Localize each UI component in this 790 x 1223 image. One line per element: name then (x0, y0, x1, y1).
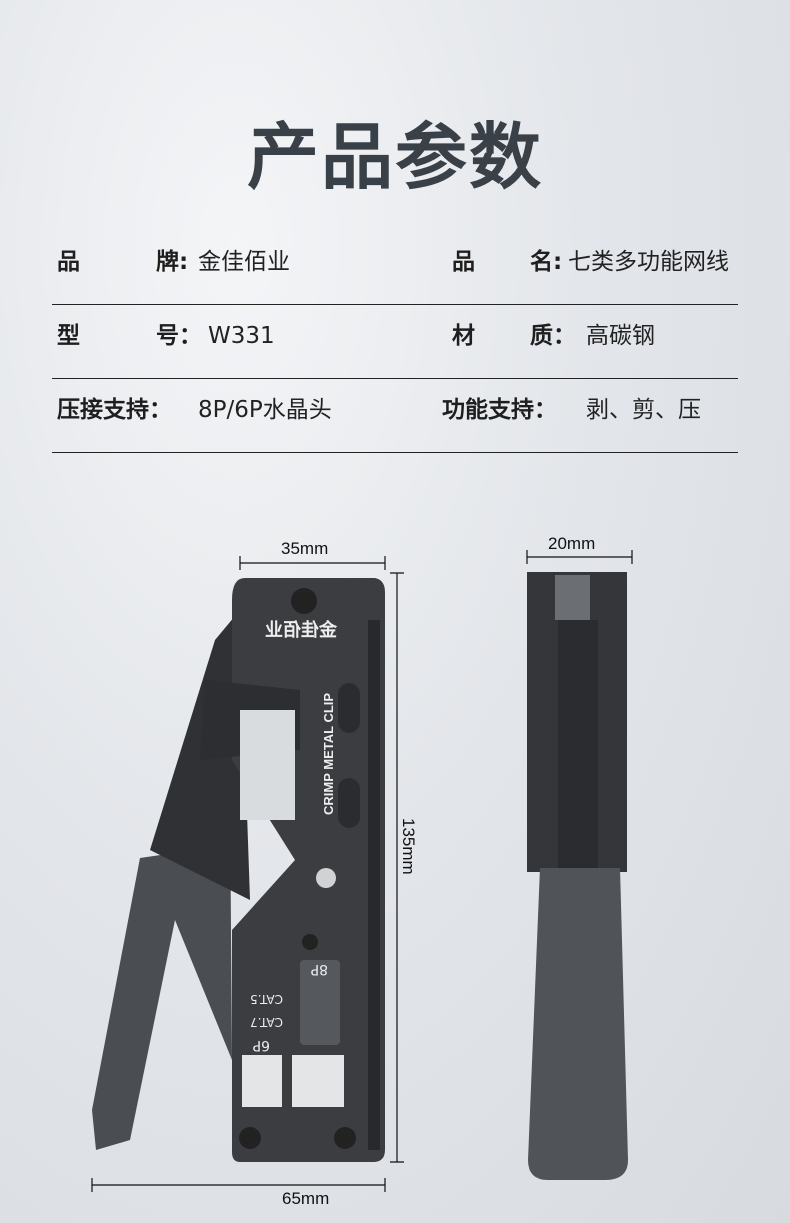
dimension-lines (91, 550, 633, 1192)
port-8p (292, 1055, 344, 1107)
spring (555, 575, 590, 620)
spec-row-3: 压接支持： 8P/6P水晶头 功能支持： 剥、剪、压 (52, 378, 738, 453)
slider[interactable] (300, 960, 340, 1045)
dim-front-width: 35mm (281, 539, 328, 558)
brand-label-b: 牌: (156, 249, 189, 275)
side-rail (368, 620, 380, 1150)
material-label-a: 材 (452, 323, 475, 349)
tool-handle-side (528, 868, 628, 1180)
dim-height: 135mm (399, 818, 418, 875)
screw-br (334, 1127, 356, 1149)
name-value: 七类多功能网线 (568, 249, 729, 275)
crimp-value: 8P/6P水晶头 (198, 397, 332, 423)
brand-value: 金佳佰业 (198, 249, 290, 275)
port-6p (242, 1055, 282, 1107)
slot-bottom (338, 778, 360, 828)
port-6p-label: 6P (253, 1037, 270, 1053)
function-value: 剥、剪、压 (586, 397, 701, 423)
crimp-label: 压接支持： (57, 397, 172, 423)
screw-bl (239, 1127, 261, 1149)
logo-mirrored: 金佳佰业 (265, 619, 338, 641)
material-label-b: 质： (530, 323, 576, 349)
model-label-a: 型 (57, 323, 80, 349)
name-label-a: 品 (452, 249, 475, 275)
port-8p-label: 8P (311, 961, 328, 977)
side-center-bar (558, 620, 598, 870)
model-label-b: 号： (156, 323, 202, 349)
page-title: 产品参数 (246, 115, 543, 199)
cat5-label: CAT.5 (250, 992, 283, 1006)
dim-side-width: 20mm (548, 534, 595, 553)
brand-label-a: 品 (57, 249, 80, 275)
model-value: W331 (208, 323, 275, 349)
material-value: 高碳钢 (586, 323, 655, 349)
name-label-b: 名: (530, 249, 563, 275)
pivot-screw (291, 588, 317, 614)
spec-row-2: 型 号： W331 材 质： 高碳钢 (52, 304, 738, 379)
spec-row-1: 品 牌: 金佳佰业 品 名: 七类多功能网线 (52, 230, 738, 305)
blade-insert (240, 710, 295, 820)
dim-total-width: 65mm (282, 1189, 329, 1208)
cat7-label: CAT.7 (250, 1015, 283, 1029)
function-label: 功能支持： (442, 397, 557, 423)
tool-handle (92, 800, 232, 1150)
lock-button[interactable] (316, 868, 336, 888)
lock-knob (302, 934, 318, 950)
crimp-label: CRIMP METAL CLIP (321, 693, 336, 815)
slot-top (338, 683, 360, 733)
